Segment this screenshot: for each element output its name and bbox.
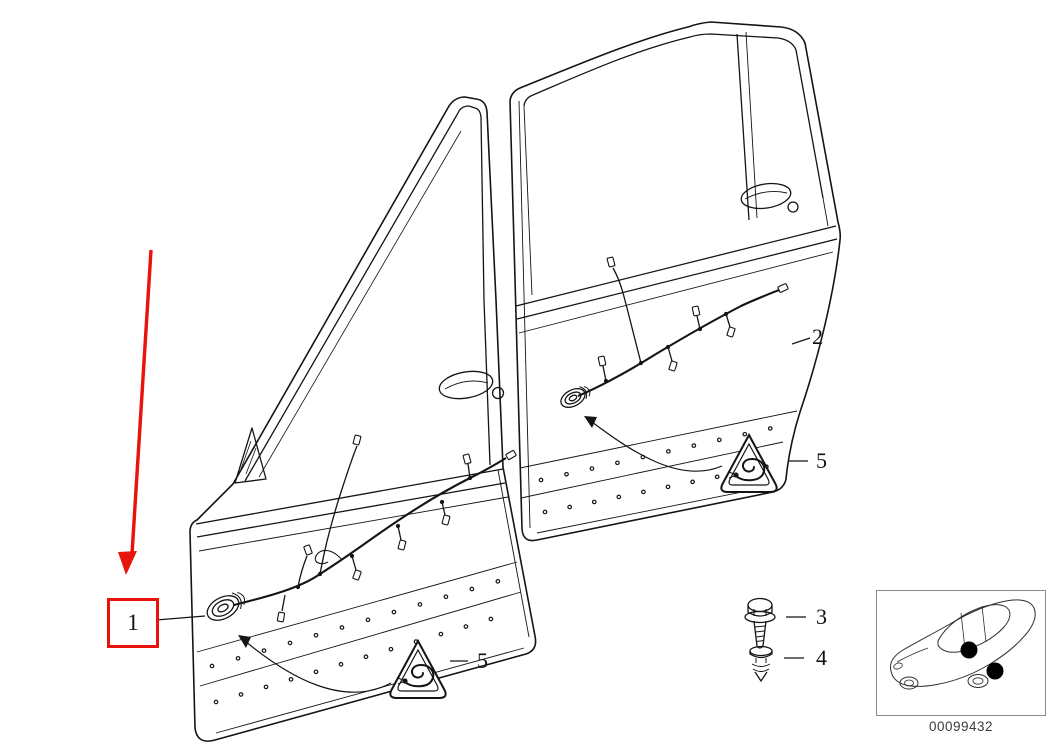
leader-5-front <box>244 640 392 693</box>
callout-5-front-label[interactable]: 5 <box>477 648 488 673</box>
callout-1-label[interactable]: 1 <box>127 610 139 635</box>
front-door-handle-art <box>438 370 505 400</box>
red-arrow <box>118 249 153 575</box>
warning-triangle-rear-icon <box>720 434 778 493</box>
leader-lines <box>155 337 811 693</box>
leader-5-front-arrowhead <box>238 635 251 648</box>
thumbnail-border <box>876 590 1046 716</box>
callout-5-rear-label[interactable]: 5 <box>816 448 827 473</box>
rear-door-grommet-art <box>560 386 591 408</box>
rear-door-harness-art <box>560 256 789 408</box>
front-door-outline <box>189 96 537 742</box>
callout-1-highlight-box[interactable]: 1 <box>107 598 159 648</box>
car-location-thumbnail <box>876 590 1046 716</box>
rear-door-outline <box>509 21 842 542</box>
leader-5-rear-arrowhead <box>584 416 597 428</box>
car-rear-wheel <box>967 674 989 688</box>
diagram-image-number: 00099432 <box>928 719 994 734</box>
harness-trunk <box>233 457 507 607</box>
leader-2 <box>791 337 811 345</box>
car-greenhouse-art <box>937 604 1011 653</box>
door-location-dot <box>986 662 1004 680</box>
callout-4-label[interactable]: 4 <box>816 645 827 670</box>
rear-door-art <box>509 21 842 542</box>
front-door-art <box>189 96 537 742</box>
front-door-grommet-art <box>206 591 246 621</box>
leader-1 <box>155 615 206 621</box>
front-door-hole-row <box>209 575 512 669</box>
leader-5-rear <box>591 421 723 472</box>
front-door-harness-art <box>206 434 518 623</box>
hex-bolt-icon <box>744 597 776 649</box>
callout-2-label[interactable]: 2 <box>812 324 823 349</box>
harness-trunk <box>577 289 780 397</box>
door-location-dot <box>960 641 978 659</box>
mirror-mount-art <box>234 427 267 484</box>
rear-door-handle-art <box>740 182 799 213</box>
callout-3-label[interactable]: 3 <box>816 604 827 629</box>
warning-triangle-front-icon <box>389 640 447 699</box>
expansion-clip-icon <box>749 645 773 683</box>
car-front-wheel <box>899 676 919 690</box>
